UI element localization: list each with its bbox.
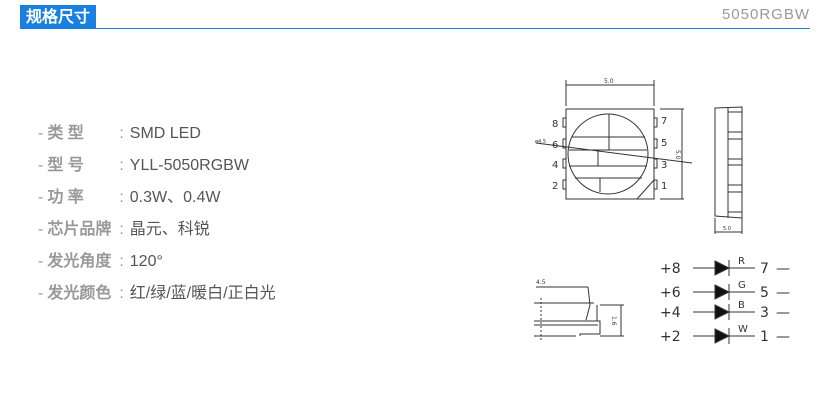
circuit-row: +8 R 7 —: [660, 256, 790, 277]
spec-row: -发光角度:120°: [38, 250, 276, 282]
spec-value: 120°: [129, 253, 163, 270]
minus-sign: —: [776, 261, 790, 277]
spec-label: 类 型: [47, 125, 84, 142]
spec-row: -型 号:YLL-5050RGBW: [38, 154, 276, 186]
spec-label: 发光颜色: [47, 285, 112, 302]
spec-row: -发光颜色:红/绿/蓝/暖白/正白光: [38, 282, 276, 314]
dim-width: 5.0: [604, 78, 614, 85]
cathode-label: 7: [760, 261, 769, 277]
cathode-label: 1: [760, 329, 769, 345]
model-label: 5050RGBW: [721, 6, 810, 23]
pin-label: 3: [661, 160, 667, 171]
spec-value: 红/绿/蓝/暖白/正白光: [129, 285, 276, 302]
pin-label: 6: [552, 140, 558, 151]
spec-row: -功 率:0.3W、0.4W: [38, 186, 276, 218]
pin-label: 4: [552, 160, 558, 171]
spec-value: 0.3W、0.4W: [129, 189, 221, 206]
pin-label: 2: [552, 181, 558, 192]
section-title: 规格尺寸: [20, 5, 97, 29]
dim-height: 5.0: [674, 150, 681, 160]
spec-value: 晶元、科锐: [129, 221, 210, 238]
anode-label: +4: [660, 305, 681, 321]
anode-label: +6: [660, 285, 681, 301]
color-label: B: [738, 300, 745, 311]
spec-row: -芯片品牌:晶元、科锐: [38, 218, 276, 250]
spec-label: 型 号: [47, 157, 84, 174]
cathode-label: 3: [760, 305, 769, 321]
minus-sign: —: [776, 329, 790, 345]
hole-dim: ø4.5: [535, 139, 546, 145]
spec-value: YLL-5050RGBW: [129, 157, 249, 174]
circuit-row: +6 G 5 —: [660, 280, 790, 301]
color-label: R: [738, 256, 745, 267]
pin-label: 7: [661, 116, 667, 127]
circuit-row: +4 B 3 —: [660, 300, 790, 321]
pin-label: 1: [661, 181, 667, 192]
spec-label: 芯片品牌: [47, 221, 112, 238]
circuit-diagram: +8 R 7 — +6 G 5 — +4 B 3 — +2 W 1 —: [660, 256, 790, 345]
spec-row: -类 型:SMD LED: [38, 122, 276, 154]
profile-view: 4.5 1.6: [534, 279, 624, 342]
spec-value: SMD LED: [129, 125, 201, 142]
anode-label: +8: [660, 261, 681, 277]
circuit-row: +2 W 1 —: [660, 324, 790, 345]
side-view: 5.0: [714, 106, 743, 234]
dim-profile-width: 4.5: [536, 279, 546, 286]
dim-profile-height: 1.6: [610, 316, 617, 326]
spec-label: 功 率: [47, 189, 84, 206]
minus-sign: —: [776, 285, 790, 301]
dim-depth: 5.0: [723, 226, 731, 232]
header-divider: [20, 28, 810, 29]
color-label: G: [738, 280, 746, 291]
pin-label: 8: [552, 119, 558, 130]
spec-label: 发光角度: [47, 253, 112, 270]
anode-label: +2: [660, 329, 681, 345]
cathode-label: 5: [760, 285, 769, 301]
minus-sign: —: [776, 305, 790, 321]
spec-list: -类 型:SMD LED -型 号:YLL-5050RGBW -功 率:0.3W…: [38, 122, 276, 314]
pin-label: 5: [661, 138, 667, 149]
front-view: 5.0 8 6 4 2 7 5 3 1 ø4.5 5.0: [535, 78, 693, 200]
color-label: W: [738, 324, 748, 335]
